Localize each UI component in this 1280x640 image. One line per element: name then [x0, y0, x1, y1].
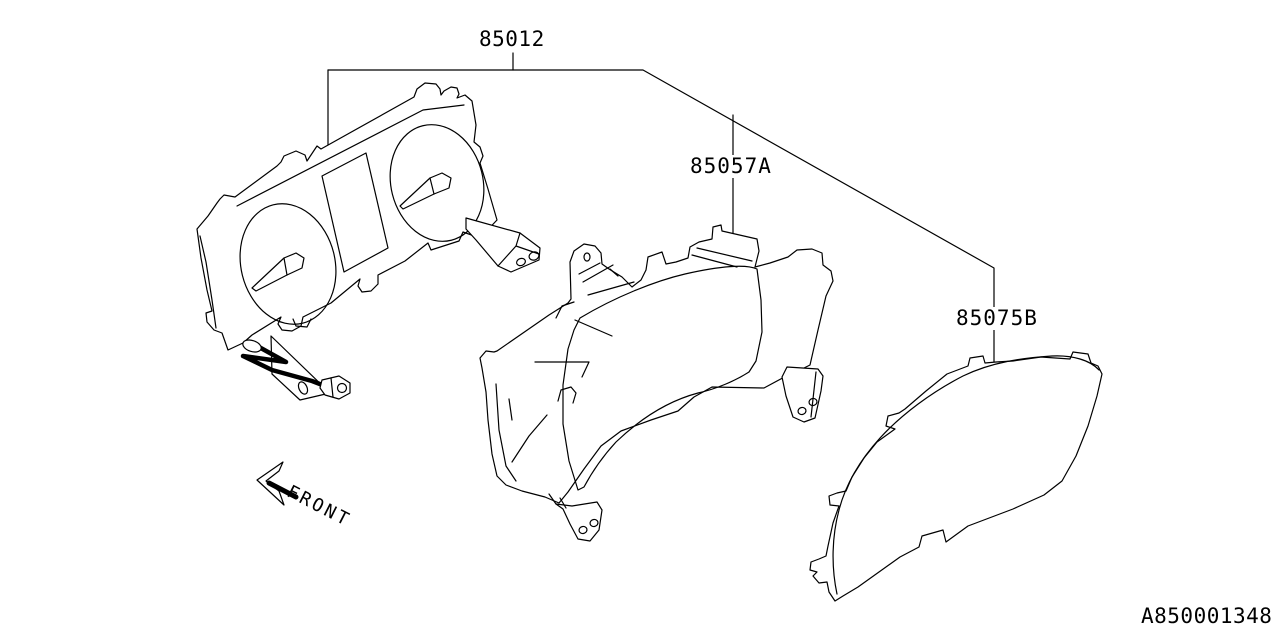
case-bracket-hole: [797, 406, 807, 416]
part-label-85012[interactable]: 85012: [479, 27, 545, 51]
harness-connector-line: [330, 377, 334, 398]
meter-top-rim-line: [236, 104, 465, 207]
lens-outline: [809, 351, 1103, 602]
case-bracket-left: [555, 501, 603, 542]
case-bracket-hole: [589, 518, 599, 528]
harness-grommet: [242, 339, 262, 353]
case-rib-lines: [495, 247, 753, 482]
meter-body-outline: [196, 82, 498, 351]
case-outline: [479, 224, 834, 504]
part-label-85057A[interactable]: 85057A: [688, 154, 774, 179]
harness-connector: [319, 375, 351, 400]
meter-bracket-hole: [528, 251, 540, 261]
front-arrow: [256, 461, 299, 506]
case-window-opening: [562, 265, 763, 491]
meter-bracket: [465, 217, 541, 273]
gauge-needle-left: [251, 252, 305, 292]
case-bracket-hole: [578, 525, 588, 535]
drawing-code: A850001348: [1141, 604, 1273, 628]
meter-bracket-hole: [516, 257, 526, 267]
case-bracket-left-arm: [548, 493, 567, 509]
gauge-bottom-clip: [292, 318, 312, 328]
gauge-needle-right: [399, 172, 452, 210]
case-tab-hole: [583, 252, 591, 262]
harness-connector-pin: [336, 382, 348, 394]
front-arrow-tail: [266, 480, 299, 500]
lcd-display-window: [321, 152, 389, 273]
gauge-needle-right-hub: [429, 177, 435, 195]
harness-wire: [240, 344, 328, 389]
lens-inner-rim: [832, 355, 1100, 595]
gauge-dial-left: [239, 203, 337, 325]
meter-lens-drawing: [809, 351, 1103, 602]
meter-case-drawing: [479, 224, 834, 542]
meter-bracket-fold: [497, 232, 540, 267]
lower-plate-hole: [297, 381, 309, 395]
case-bracket-right: [781, 366, 824, 423]
case-bracket-hole: [808, 397, 818, 407]
part-label-85075B[interactable]: 85075B: [954, 306, 1040, 331]
combination-meter-drawing: [196, 82, 541, 401]
case-bracket-right-fold: [810, 371, 817, 418]
gauge-dial-right: [389, 124, 485, 242]
meter-left-rim-line: [199, 235, 217, 329]
gauge-needle-left-hub: [283, 257, 288, 276]
